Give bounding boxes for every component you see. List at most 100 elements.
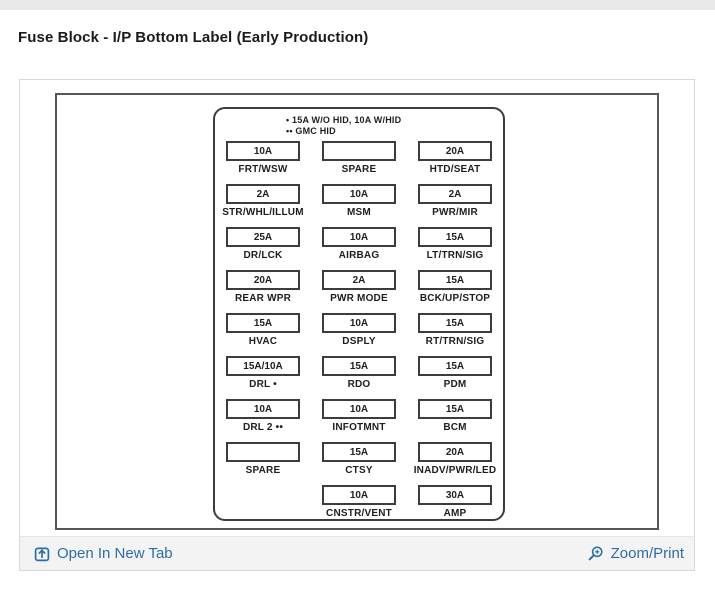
fuse-cell: 15A PDM [407, 356, 503, 390]
fuse-amp-box: 10A [226, 141, 300, 161]
diagram-panel: • 15A W/O HID, 10A W/HID •• GMC HID 10A F… [19, 79, 695, 571]
fuse-amp-box: 15A [226, 313, 300, 333]
fuse-label: REAR WPR [234, 293, 292, 304]
fuse-label: CTSY [345, 465, 373, 476]
fuse-label: DRL • [249, 379, 277, 390]
fuse-label: DSPLY [342, 336, 376, 347]
fuse-row: 25A DR/LCK 10A AIRBAG 15A LT/TRN/SIG [215, 227, 503, 261]
fuse-cell [215, 485, 311, 519]
fuse-amp-box: 15A [418, 270, 492, 290]
fuse-cell: 30A AMP [407, 485, 503, 519]
fuse-amp-box: 15A [418, 313, 492, 333]
fuse-amp-box: 15A [418, 356, 492, 376]
fuse-cell: 15A BCM [407, 399, 503, 433]
fuse-label: AMP [443, 508, 467, 519]
fuse-amp-box [226, 442, 300, 462]
fuse-note-line-1: • 15A W/O HID, 10A W/HID [286, 115, 402, 125]
fuse-cell: 20A HTD/SEAT [407, 141, 503, 175]
fuse-label: AIRBAG [338, 250, 380, 261]
fuse-label: PWR/MIR [432, 207, 478, 218]
fuse-row: SPARE 15A CTSY 20A INADV/PWR/LED [215, 442, 503, 476]
fuse-notes: • 15A W/O HID, 10A W/HID •• GMC HID [286, 115, 503, 137]
fuse-cell: 10A CNSTR/VENT [311, 485, 407, 519]
fuse-cell: 15A CTSY [311, 442, 407, 476]
page-title: Fuse Block - I/P Bottom Label (Early Pro… [18, 29, 369, 47]
fuse-label: RT/TRN/SIG [425, 336, 485, 347]
fuse-label: DR/LCK [243, 250, 283, 261]
fuse-label: RDO [347, 379, 371, 390]
fuse-row: 10A DRL 2 •• 10A INFOTMNT 15A BCM [215, 399, 503, 433]
fuse-cell: 10A FRT/WSW [215, 141, 311, 175]
fuse-label: PDM [443, 379, 467, 390]
fuse-block-outline: • 15A W/O HID, 10A W/HID •• GMC HID 10A F… [213, 107, 505, 521]
fuse-label: FRT/WSW [238, 164, 288, 175]
fuse-row: 10A CNSTR/VENT 30A AMP [215, 485, 503, 519]
fuse-amp-box: 30A [418, 485, 492, 505]
fuse-amp-box: 15A [418, 227, 492, 247]
open-in-new-tab-icon [34, 546, 50, 562]
zoom-print-link[interactable]: Zoom/Print [587, 545, 684, 562]
fuse-note-line-2: •• GMC HID [286, 126, 336, 136]
fuse-label: LT/TRN/SIG [426, 250, 484, 261]
fuse-label: STR/WHL/ILLUM [222, 207, 304, 218]
fuse-amp-box: 10A [322, 313, 396, 333]
fuse-amp-box: 10A [322, 399, 396, 419]
diagram-footer-bar: Open In New Tab Zoom/Print [20, 536, 694, 570]
fuse-amp-box: 2A [418, 184, 492, 204]
fuse-label: SPARE [245, 465, 281, 476]
fuse-cell: 20A INADV/PWR/LED [407, 442, 503, 476]
top-gray-strip [0, 0, 715, 10]
fuse-label: DRL 2 •• [242, 422, 284, 433]
fuse-cell: 20A REAR WPR [215, 270, 311, 304]
fuse-amp-box: 20A [226, 270, 300, 290]
fuse-cell: 15A/10A DRL • [215, 356, 311, 390]
fuse-cell: 2A STR/WHL/ILLUM [215, 184, 311, 218]
fuse-amp-box: 15A [322, 442, 396, 462]
fuse-label: BCM [443, 422, 467, 433]
fuse-amp-box [322, 141, 396, 161]
fuse-cell: 25A DR/LCK [215, 227, 311, 261]
fuse-cell: 15A RDO [311, 356, 407, 390]
fuse-label: CNSTR/VENT [326, 508, 392, 519]
fuse-amp-box: 20A [418, 442, 492, 462]
fuse-label: INADV/PWR/LED [413, 465, 497, 476]
open-in-new-tab-link[interactable]: Open In New Tab [34, 545, 173, 562]
zoom-magnifier-plus-icon [587, 545, 604, 562]
fuse-amp-box: 10A [322, 227, 396, 247]
fuse-row: 15A/10A DRL • 15A RDO 15A PDM [215, 356, 503, 390]
fuse-cell: 15A LT/TRN/SIG [407, 227, 503, 261]
fuse-row: 10A FRT/WSW SPARE 20A HTD/SEAT [215, 141, 503, 175]
fuse-cell: 15A RT/TRN/SIG [407, 313, 503, 347]
fuse-cell: 10A AIRBAG [311, 227, 407, 261]
fuse-cell: SPARE [215, 442, 311, 476]
fuse-amp-box: 15A [418, 399, 492, 419]
fuse-label: MSM [347, 207, 371, 218]
fuse-amp-box: 2A [226, 184, 300, 204]
open-in-new-tab-label: Open In New Tab [57, 545, 173, 562]
fuse-amp-box: 20A [418, 141, 492, 161]
fuse-cell: 2A PWR/MIR [407, 184, 503, 218]
fuse-amp-box: 15A [322, 356, 396, 376]
fuse-amp-box: 25A [226, 227, 300, 247]
fuse-cell: 10A DSPLY [311, 313, 407, 347]
fuse-amp-box: 10A [226, 399, 300, 419]
zoom-print-label: Zoom/Print [610, 545, 684, 562]
fuse-amp-box: 10A [322, 485, 396, 505]
fuse-label: BCK/UP/STOP [419, 293, 491, 304]
fuse-cell: 10A DRL 2 •• [215, 399, 311, 433]
fuse-diagram-image: • 15A W/O HID, 10A W/HID •• GMC HID 10A F… [55, 93, 659, 530]
fuse-amp-box: 15A/10A [226, 356, 300, 376]
fuse-label: INFOTMNT [332, 422, 386, 433]
fuse-cell: 10A INFOTMNT [311, 399, 407, 433]
fuse-grid: 10A FRT/WSW SPARE 20A HTD/SEAT 2A STR/WHL/ILLU… [215, 141, 503, 519]
fuse-cell: 15A BCK/UP/STOP [407, 270, 503, 304]
fuse-cell: SPARE [311, 141, 407, 175]
fuse-label: HTD/SEAT [429, 164, 481, 175]
fuse-label: PWR MODE [330, 293, 388, 304]
